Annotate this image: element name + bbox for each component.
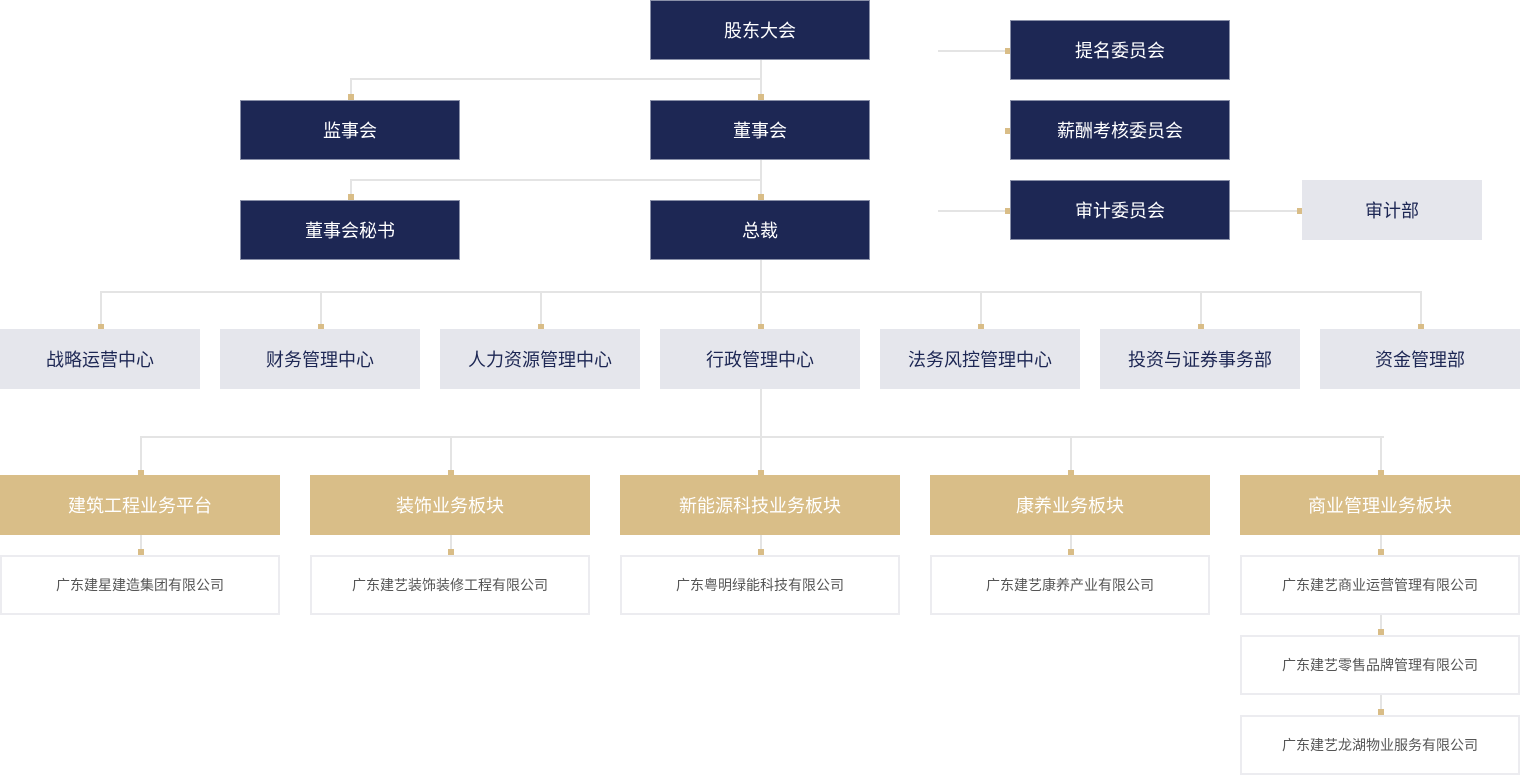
connector-line (320, 291, 322, 329)
connector-line (760, 60, 762, 100)
connector-line (1070, 436, 1072, 475)
segment-box: 新能源科技业务板块 (620, 475, 900, 535)
company-box: 广东建星建造集团有限公司 (0, 555, 280, 615)
connector-dot (448, 470, 454, 476)
connector-line (980, 291, 982, 329)
connector-dot (138, 549, 144, 555)
connector-line (140, 436, 142, 475)
supervisors-box: 监事会 (240, 100, 460, 160)
connector-line (1200, 291, 1202, 329)
connector-line (1380, 436, 1382, 475)
connector-dot (1378, 549, 1384, 555)
connector-line (760, 535, 762, 555)
connector-line (100, 291, 102, 329)
center-box: 战略运营中心 (0, 329, 200, 389)
connector-dot (1378, 470, 1384, 476)
connector-line (1380, 535, 1382, 555)
center-box: 法务风控管理中心 (880, 329, 1080, 389)
connector-dot (1005, 48, 1011, 54)
audit-dept-box: 审计部 (1302, 180, 1482, 240)
connector-dot (318, 324, 324, 330)
center-box: 行政管理中心 (660, 329, 860, 389)
connector-dot (1378, 709, 1384, 715)
board-box: 董事会 (650, 100, 870, 160)
connector-line (1230, 210, 1302, 212)
connector-line (1380, 615, 1382, 635)
shareholders-box: 股东大会 (650, 0, 870, 60)
board-secretary-box: 董事会秘书 (240, 200, 460, 260)
connector-dot (978, 324, 984, 330)
connector-dot (1005, 128, 1011, 134)
connector-line (1420, 291, 1422, 329)
connector-dot (1418, 324, 1424, 330)
connector-line (350, 179, 352, 200)
connector-dot (1005, 208, 1011, 214)
segment-box: 商业管理业务板块 (1240, 475, 1520, 535)
segment-box: 康养业务板块 (930, 475, 1210, 535)
company-box: 广东建艺龙湖物业服务有限公司 (1240, 715, 1520, 775)
connector-line (350, 179, 762, 181)
company-box: 广东粤明绿能科技有限公司 (620, 555, 900, 615)
company-box: 广东建艺装饰装修工程有限公司 (310, 555, 590, 615)
connector-dot (138, 470, 144, 476)
connector-dot (1068, 549, 1074, 555)
connector-dot (758, 324, 764, 330)
nomination-committee-box: 提名委员会 (1010, 20, 1230, 80)
connector-line (350, 78, 762, 80)
connector-line (450, 535, 452, 555)
center-box: 财务管理中心 (220, 329, 420, 389)
connector-line (760, 389, 762, 475)
connector-line (140, 436, 1384, 438)
center-box: 人力资源管理中心 (440, 329, 640, 389)
compensation-committee-box: 薪酬考核委员会 (1010, 100, 1230, 160)
company-box: 广东建艺零售品牌管理有限公司 (1240, 635, 1520, 695)
president-box: 总裁 (650, 200, 870, 260)
center-box: 投资与证券事务部 (1100, 329, 1300, 389)
connector-line (760, 291, 762, 329)
company-box: 广东建艺商业运营管理有限公司 (1240, 555, 1520, 615)
segment-box: 建筑工程业务平台 (0, 475, 280, 535)
segment-box: 装饰业务板块 (310, 475, 590, 535)
connector-dot (1297, 208, 1303, 214)
connector-line (350, 78, 352, 100)
audit-committee-box: 审计委员会 (1010, 180, 1230, 240)
connector-dot (758, 194, 764, 200)
connector-dot (758, 94, 764, 100)
connector-line (140, 535, 142, 555)
connector-line (450, 436, 452, 475)
connector-dot (1378, 629, 1384, 635)
center-box: 资金管理部 (1320, 329, 1520, 389)
connector-dot (448, 549, 454, 555)
connector-dot (758, 470, 764, 476)
connector-dot (348, 94, 354, 100)
connector-line (938, 50, 1010, 52)
connector-line (540, 291, 542, 329)
connector-dot (1068, 470, 1074, 476)
connector-dot (758, 549, 764, 555)
connector-line (760, 436, 762, 475)
company-box: 广东建艺康养产业有限公司 (930, 555, 1210, 615)
connector-line (938, 210, 1010, 212)
connector-dot (538, 324, 544, 330)
connector-dot (1198, 324, 1204, 330)
connector-line (1070, 535, 1072, 555)
connector-dot (348, 194, 354, 200)
connector-line (1380, 695, 1382, 715)
connector-dot (98, 324, 104, 330)
